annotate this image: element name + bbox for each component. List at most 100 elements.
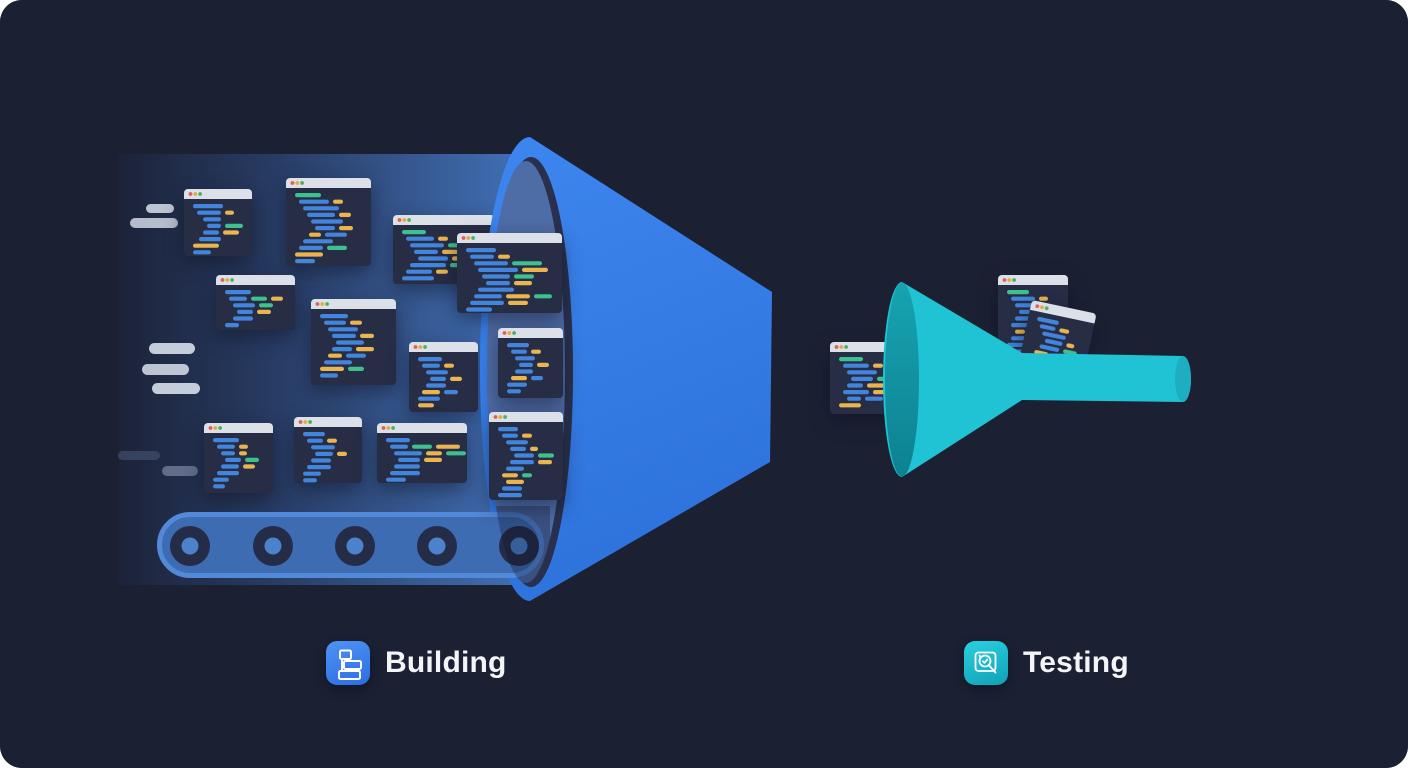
code-window-titlebar xyxy=(294,417,362,427)
code-line xyxy=(478,287,514,292)
titlebar-dot xyxy=(220,278,225,282)
code-line xyxy=(303,471,321,476)
titlebar-dot xyxy=(320,302,325,306)
code-line xyxy=(295,193,321,198)
code-window xyxy=(377,423,467,483)
code-line xyxy=(422,363,440,368)
code-line xyxy=(444,363,454,368)
code-line xyxy=(394,451,422,456)
code-line xyxy=(444,390,458,395)
code-line xyxy=(478,267,518,272)
code-line xyxy=(851,376,873,381)
code-line xyxy=(507,389,521,394)
titlebar-dot xyxy=(391,426,395,430)
code-line xyxy=(203,230,219,235)
code-line xyxy=(538,460,552,465)
titlebar-dot xyxy=(325,302,329,306)
code-line xyxy=(402,230,426,235)
code-line xyxy=(1039,324,1056,331)
code-line xyxy=(311,458,331,463)
titlebar-dot xyxy=(303,420,308,424)
code-line xyxy=(507,343,529,348)
building-label: Building xyxy=(385,646,507,679)
titlebar-dot xyxy=(213,426,218,430)
code-line xyxy=(193,243,219,248)
titlebar-dot xyxy=(381,426,386,430)
code-line xyxy=(243,464,255,469)
titlebar-dot xyxy=(225,278,230,282)
code-line xyxy=(257,309,271,314)
code-line xyxy=(213,438,239,443)
code-line xyxy=(873,363,883,368)
code-line xyxy=(426,370,448,375)
code-line xyxy=(839,403,861,408)
code-line xyxy=(406,236,434,241)
titlebar-dot xyxy=(844,345,848,349)
code-line xyxy=(386,438,410,443)
code-line xyxy=(515,369,533,374)
code-window xyxy=(204,423,273,493)
titlebar-dot xyxy=(386,426,391,430)
code-line xyxy=(534,294,552,299)
code-window-titlebar xyxy=(286,178,371,188)
code-line xyxy=(303,206,339,211)
conveyor-rollers xyxy=(170,506,550,583)
code-line xyxy=(511,376,527,381)
code-line xyxy=(1015,329,1025,334)
code-line xyxy=(839,357,863,362)
code-window xyxy=(184,189,252,256)
titlebar-dot xyxy=(407,218,411,222)
code-line xyxy=(1007,290,1029,295)
code-line xyxy=(225,290,251,295)
code-window xyxy=(216,275,295,330)
code-line xyxy=(233,316,253,321)
code-line xyxy=(502,486,522,491)
code-line xyxy=(514,453,534,458)
code-line xyxy=(225,323,239,328)
code-window-titlebar xyxy=(311,299,396,309)
code-line xyxy=(337,451,347,456)
code-line xyxy=(339,226,353,231)
code-line xyxy=(350,320,362,325)
code-window xyxy=(409,342,478,412)
titlebar-dot xyxy=(1035,304,1040,309)
code-line xyxy=(327,438,337,443)
titlebar-dot xyxy=(471,236,475,240)
code-line xyxy=(424,457,442,462)
code-window-titlebar xyxy=(184,189,252,199)
code-line xyxy=(203,217,221,222)
code-line xyxy=(339,212,351,217)
titlebar-dot xyxy=(298,420,303,424)
code-line xyxy=(865,396,883,401)
funnel-mouth-code-windows xyxy=(457,233,563,500)
code-line xyxy=(531,349,541,354)
code-line xyxy=(229,296,247,301)
code-window-titlebar xyxy=(393,215,495,225)
code-line xyxy=(446,451,466,456)
titlebar-dot xyxy=(315,302,320,306)
code-window-titlebar xyxy=(489,412,563,422)
code-line xyxy=(410,263,446,268)
code-line xyxy=(221,464,239,469)
code-line xyxy=(522,473,532,478)
code-line xyxy=(213,484,225,489)
code-window-titlebar xyxy=(457,233,562,243)
speed-line xyxy=(146,204,174,213)
code-line xyxy=(410,243,444,248)
belt-roller-hub xyxy=(428,537,446,555)
code-line xyxy=(486,281,510,286)
speed-line xyxy=(162,466,198,476)
code-line xyxy=(436,444,460,449)
code-line xyxy=(193,204,223,209)
code-line xyxy=(1066,343,1075,349)
code-line xyxy=(333,199,343,204)
code-line xyxy=(332,347,352,352)
code-line xyxy=(530,446,538,451)
titlebar-dot xyxy=(498,415,503,419)
code-line xyxy=(1011,323,1029,328)
code-line xyxy=(346,353,366,358)
speed-line xyxy=(118,451,160,460)
code-window-body xyxy=(216,275,295,330)
belt-roller-hub xyxy=(181,537,199,555)
code-line xyxy=(418,256,448,261)
